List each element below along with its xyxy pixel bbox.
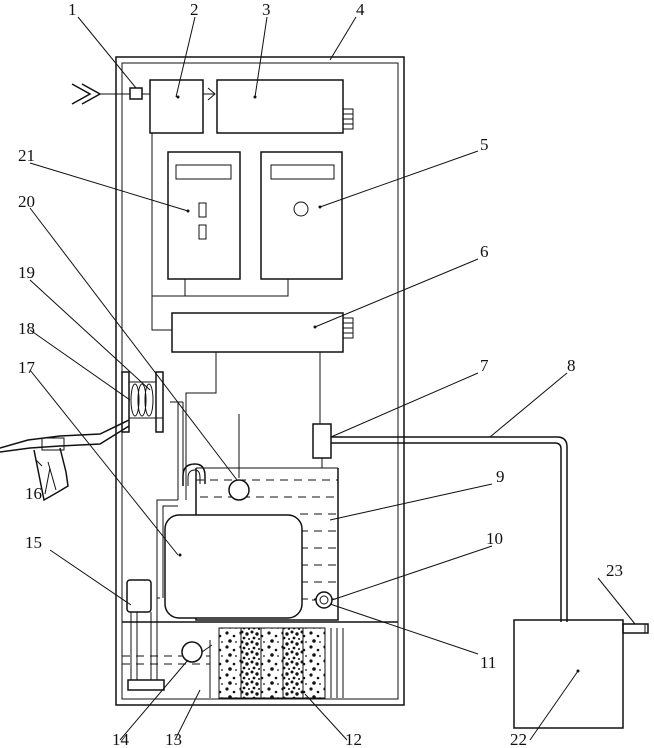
fitting-7	[312, 423, 332, 468]
control-module-2	[149, 79, 204, 134]
float-14	[181, 641, 203, 663]
label-19: 19	[18, 263, 35, 282]
label-23: 23	[606, 561, 623, 580]
leader-lines	[29, 16, 636, 741]
label-18: 18	[18, 319, 35, 338]
pump-motor-17	[164, 514, 303, 619]
label-12: 12	[345, 730, 362, 748]
label-13: 13	[165, 730, 182, 748]
valve-10-11	[312, 591, 333, 609]
label-9: 9	[496, 467, 505, 486]
level-float-20	[228, 479, 250, 501]
controller-5	[260, 151, 343, 280]
connector-3	[342, 108, 354, 130]
label-7: 7	[480, 356, 489, 375]
connector-6	[342, 317, 354, 339]
spray-gun-16	[0, 419, 130, 502]
pump-15	[126, 579, 165, 691]
control-module-6	[171, 312, 344, 353]
label-6: 6	[480, 242, 489, 261]
label-5: 5	[480, 135, 489, 154]
filter-media-12	[218, 627, 344, 699]
label-10: 10	[486, 529, 503, 548]
controller-21	[167, 151, 241, 280]
label-11: 11	[480, 653, 496, 672]
inlet-arrow-icon	[71, 83, 130, 105]
inlet-sensor	[129, 87, 143, 100]
hose-pipe	[156, 401, 206, 598]
label-21: 21	[18, 146, 35, 165]
label-2: 2	[190, 0, 199, 19]
label-20: 20	[18, 192, 35, 211]
label-3: 3	[262, 0, 271, 19]
control-module-3	[216, 79, 344, 134]
external-container-22	[513, 619, 624, 729]
label-17: 17	[18, 358, 36, 377]
label-1: 1	[68, 0, 77, 19]
label-8: 8	[567, 356, 576, 375]
label-16: 16	[25, 484, 42, 503]
outlet-pipe-23	[622, 623, 649, 634]
label-22: 22	[510, 730, 527, 748]
label-14: 14	[112, 730, 130, 748]
label-15: 15	[25, 533, 42, 552]
pipe-8	[331, 436, 568, 622]
label-4: 4	[356, 0, 365, 19]
hose-reel-18	[121, 371, 164, 433]
